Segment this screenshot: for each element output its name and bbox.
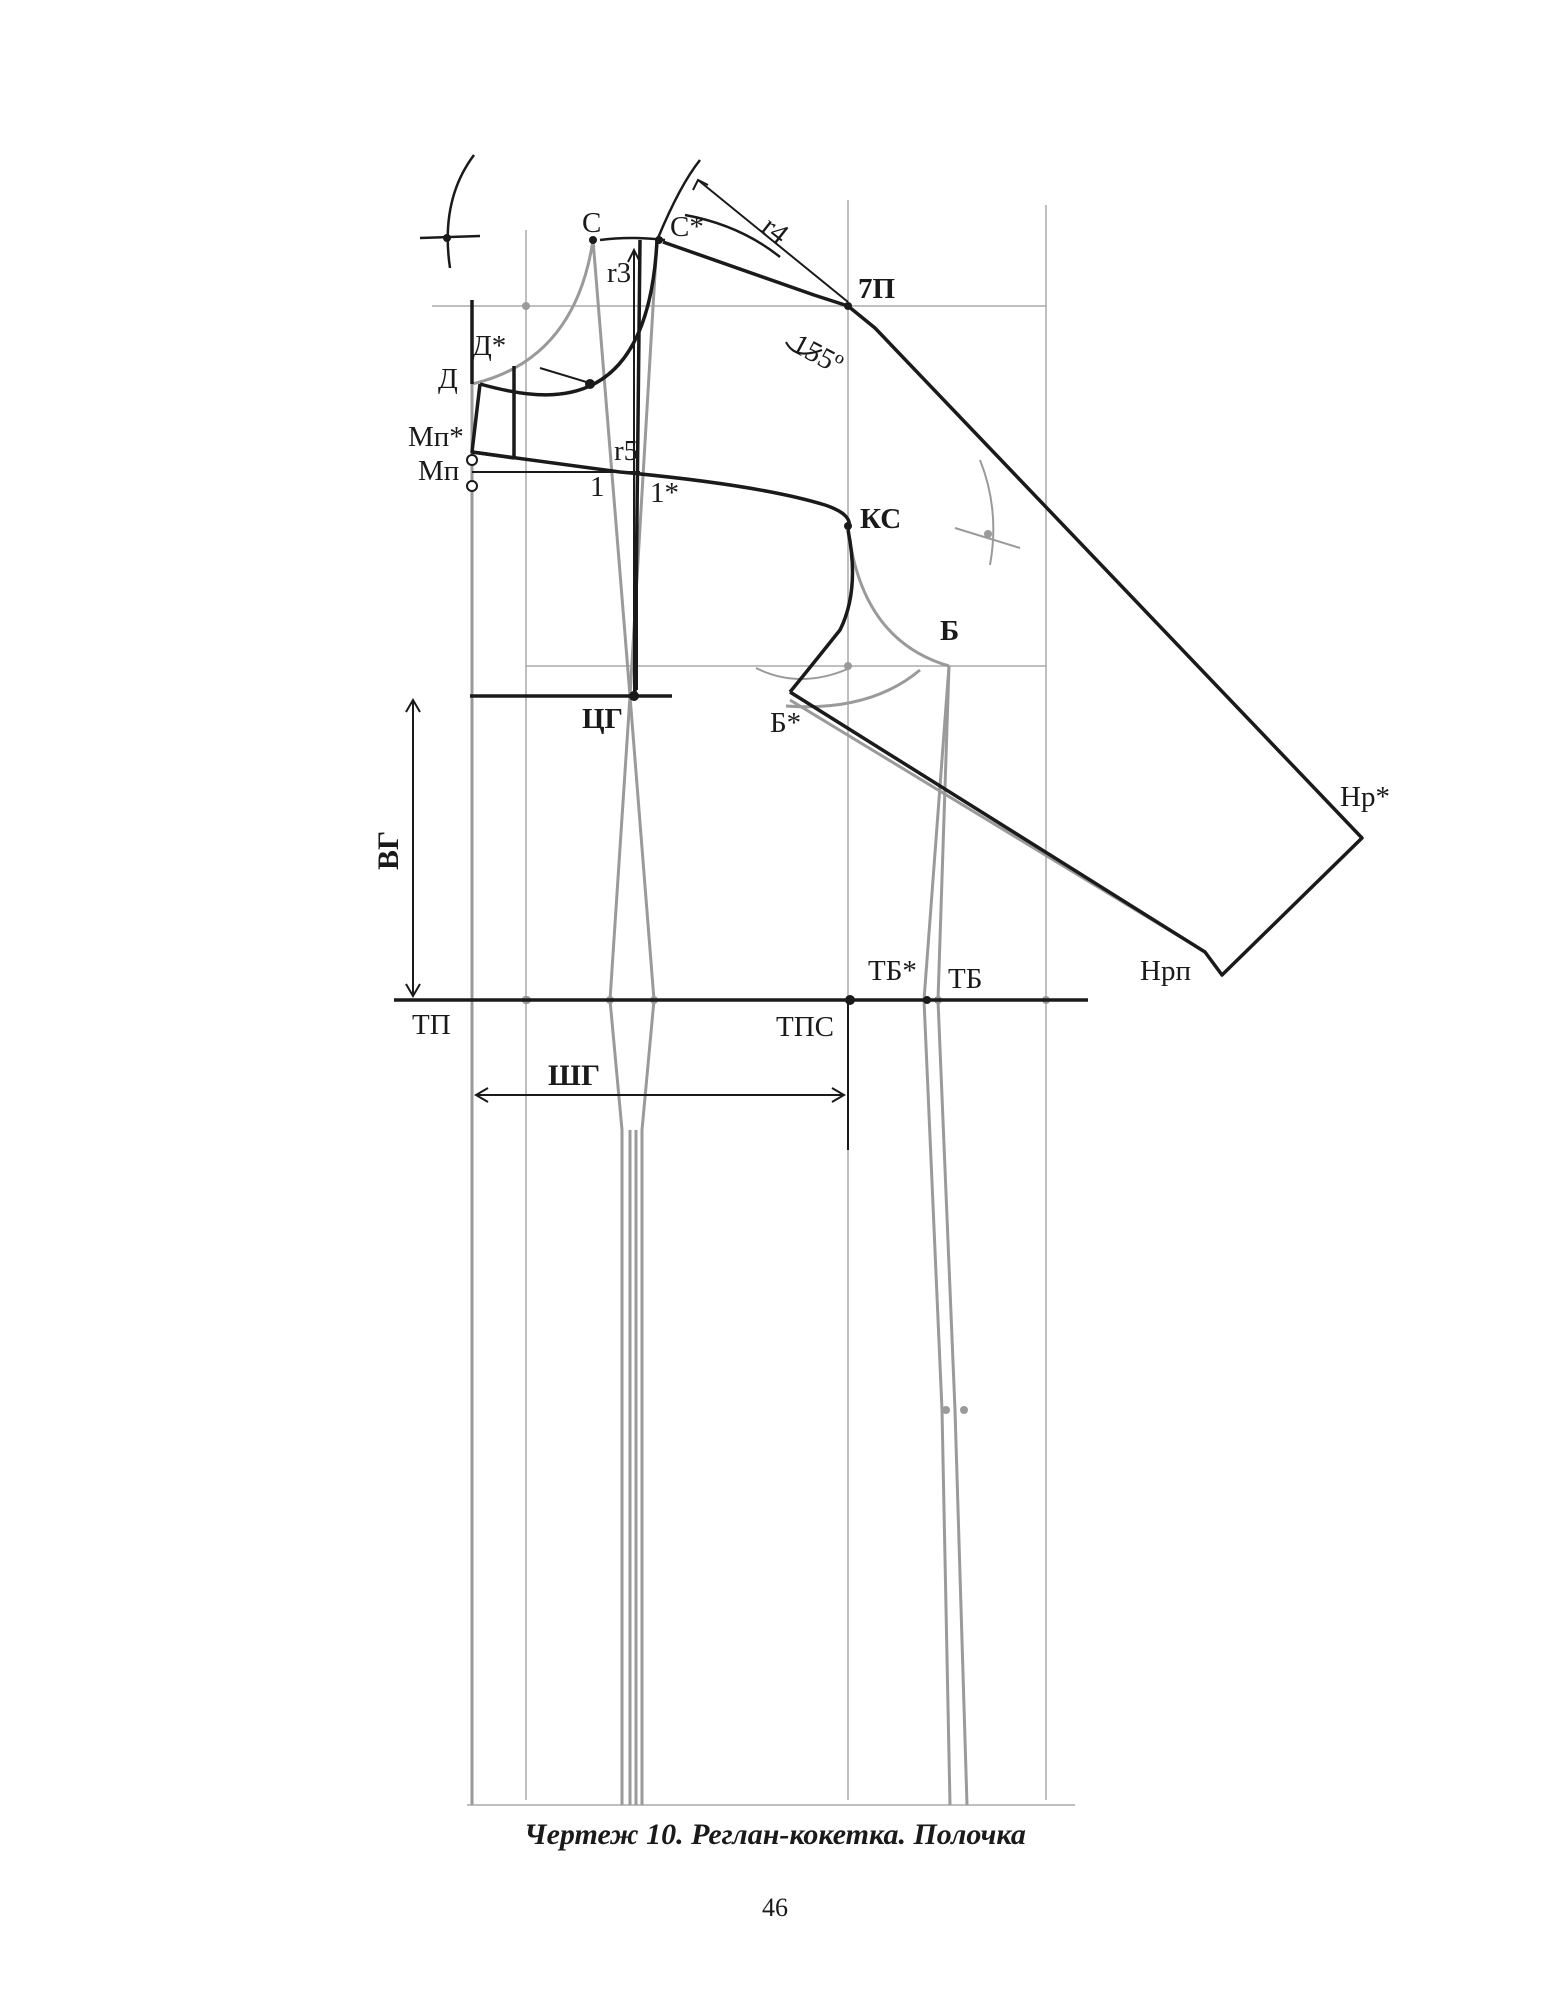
label-vg: ВГ (372, 831, 405, 870)
label-nr-star: Нр* (1340, 781, 1390, 813)
label-c: С (582, 207, 601, 239)
label-tb: ТБ (948, 963, 982, 995)
label-d-star: Д* (472, 330, 506, 362)
label-kc: КС (860, 503, 901, 535)
label-one: 1 (590, 471, 605, 503)
label-r5: r5 (614, 435, 638, 467)
label-tb-star: ТБ* (868, 955, 917, 987)
pattern-outline (394, 239, 1364, 1002)
page-number: 46 (762, 1893, 788, 1922)
label-nrp: Нрп (1140, 955, 1191, 987)
label-b-star: Б* (770, 707, 801, 739)
label-cg: ЦГ (582, 703, 623, 735)
key-points (443, 234, 931, 1005)
radius-arcs (419, 154, 823, 355)
label-d: Д (438, 363, 458, 395)
label-tp: ТП (412, 1009, 451, 1041)
label-angle: 155º (787, 328, 848, 381)
label-one-star: 1* (650, 477, 679, 509)
dimension-lines (405, 178, 849, 1150)
label-7p: 7П (858, 273, 895, 305)
label-b: Б (940, 615, 959, 647)
label-mp-star: Мп* (408, 421, 464, 453)
label-sg: ШГ (548, 1059, 600, 1092)
construction-lines (470, 239, 1206, 1806)
label-c-star: С* (670, 211, 704, 243)
label-tps: ТПС (776, 1011, 834, 1043)
label-mp: Мп (418, 455, 459, 487)
figure-caption: Чертеж 10. Реглан-кокетка. Полочка (524, 1818, 1026, 1851)
label-r3: r3 (607, 257, 631, 289)
notch-marks (466, 454, 478, 492)
